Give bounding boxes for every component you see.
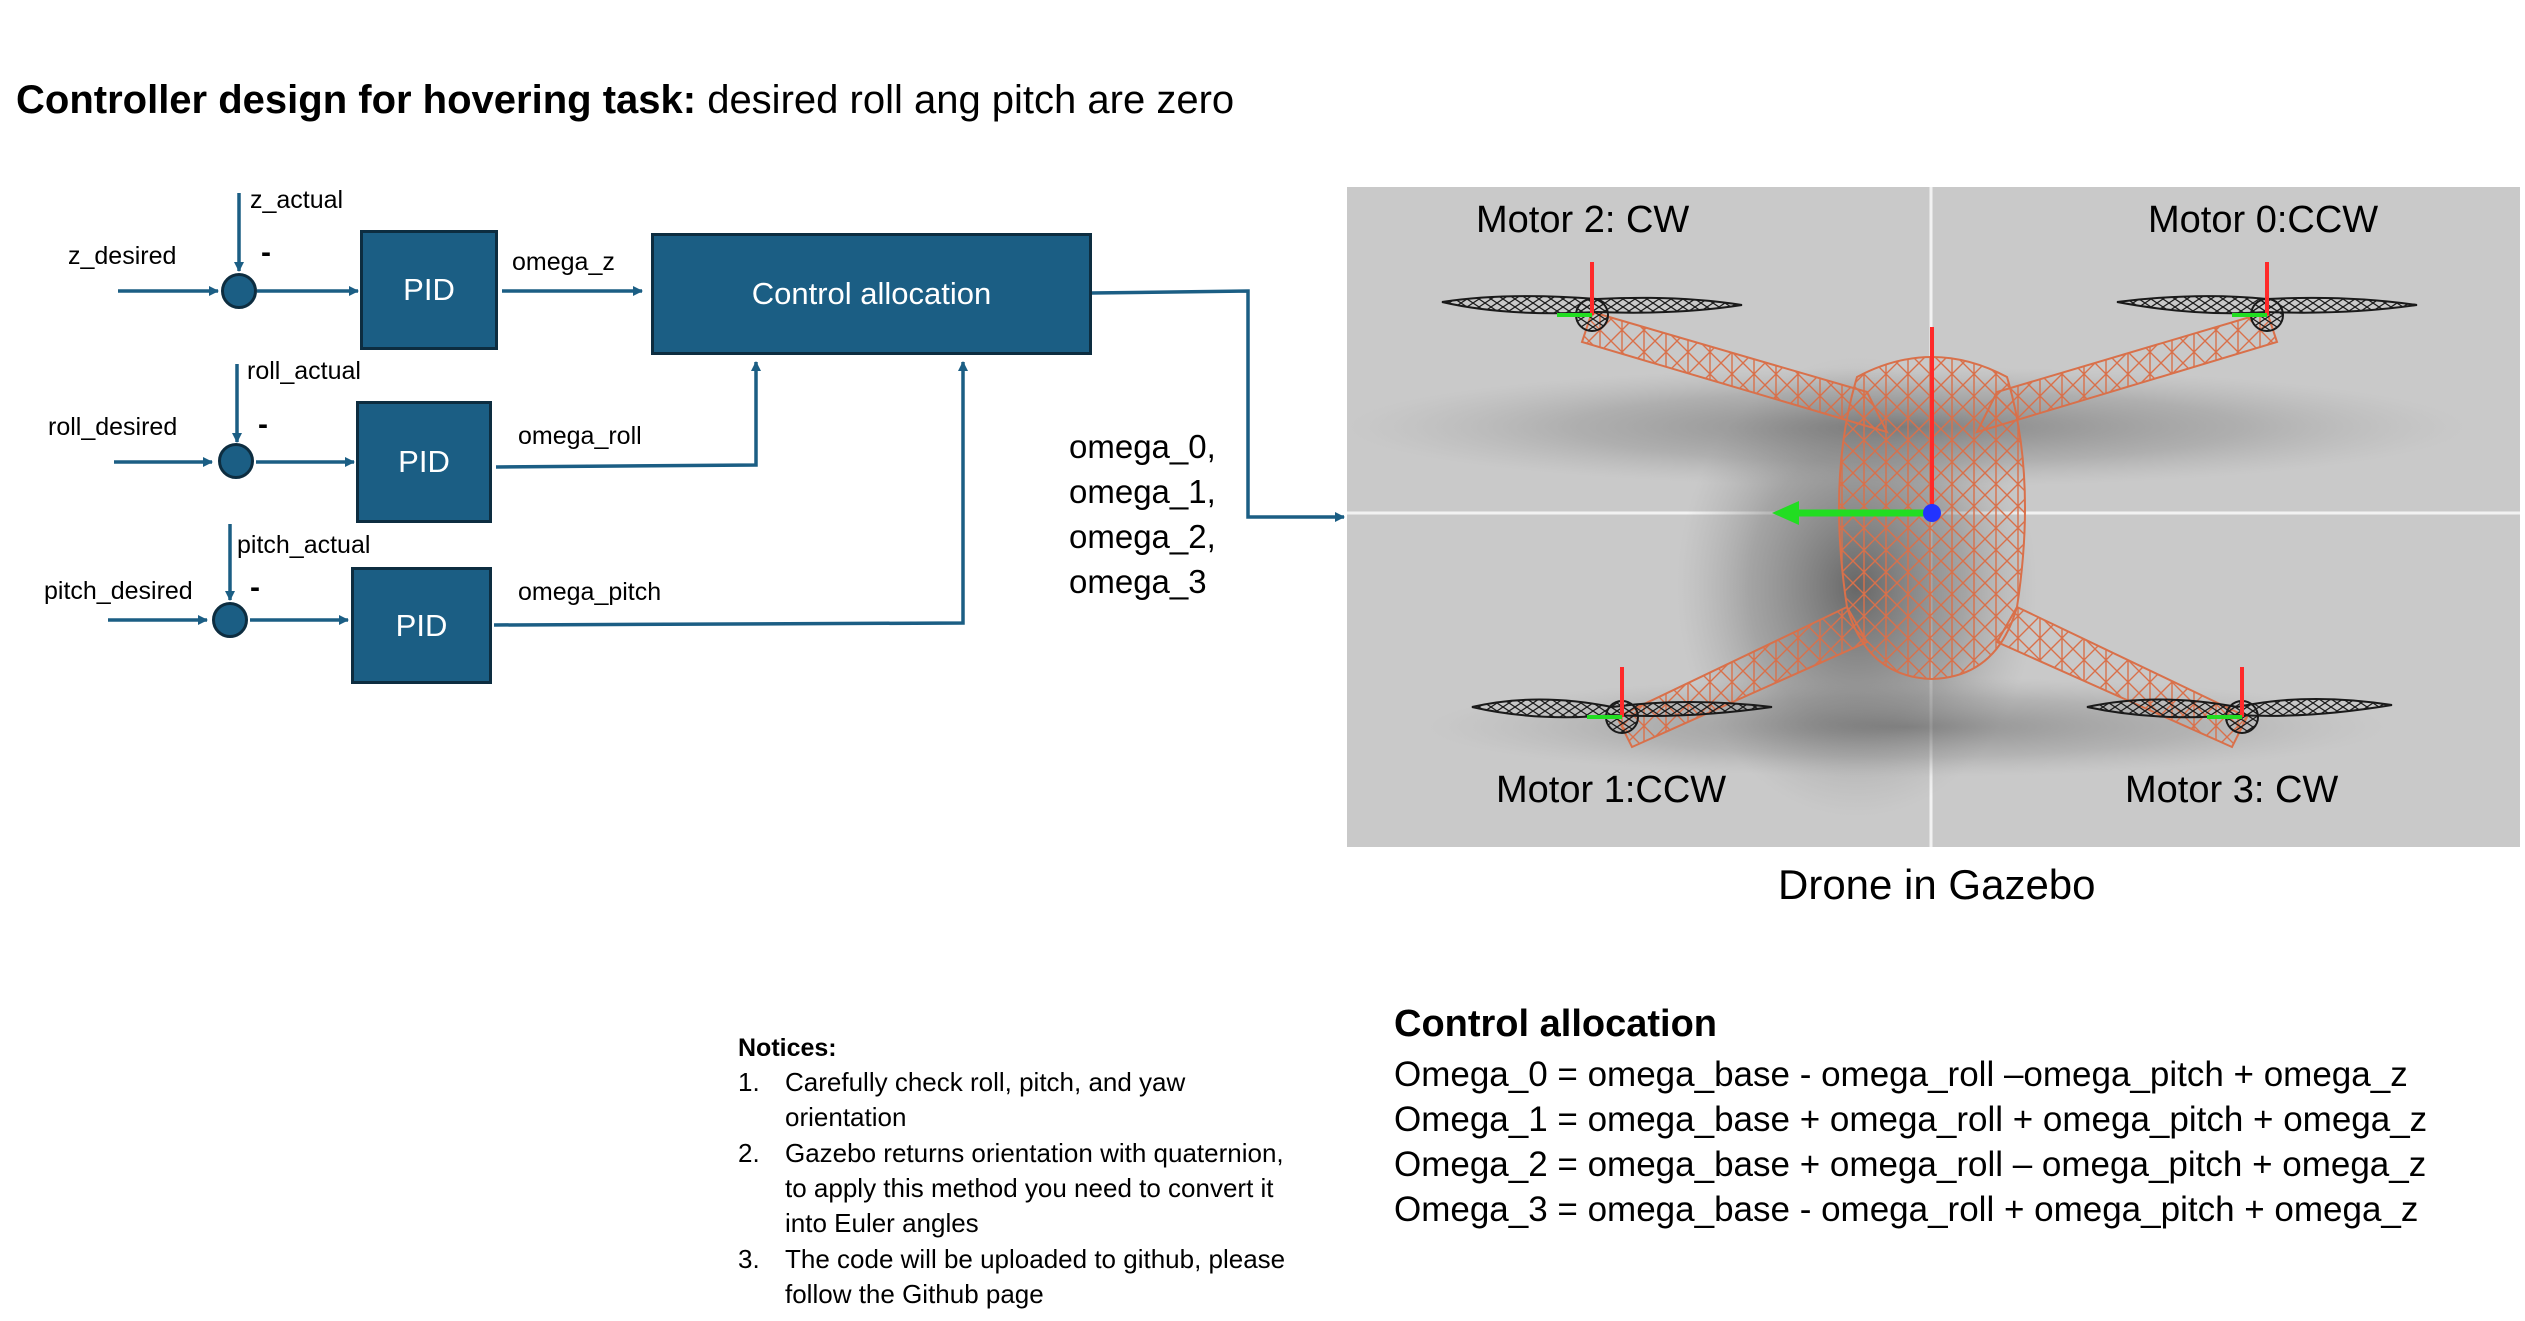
z-minus-sign: - [261,236,271,269]
arrow-allocation-output [1090,289,1345,522]
roll-actual-label: roll_actual [247,357,361,385]
page-title-bold: Controller design for hovering task: [16,78,697,122]
pitch-actual-label: pitch_actual [237,531,371,559]
pitch-minus-sign: - [250,571,260,604]
z-desired-label: z_desired [68,242,177,270]
roll-minus-sign: - [258,408,268,441]
summing-junction-roll [218,443,254,479]
allocation-output-list: omega_0, omega_1, omega_2, omega_3 [1069,424,1216,604]
notice-item: 1.Carefully check roll, pitch, and yaw o… [738,1067,1186,1132]
page-title: Controller design for hovering task: des… [16,78,1234,123]
pid-block-z: PID [360,230,498,350]
omega-z-label: omega_z [512,248,615,276]
pid-block-roll: PID [356,401,492,523]
summing-junction-z [221,273,257,309]
omega-roll-label: omega_roll [518,422,642,450]
pid-block-pitch: PID [351,567,492,684]
omega-pitch-label: omega_pitch [518,578,662,606]
motor-3-label: Motor 3: CW [2125,769,2339,811]
arrow-omega-roll [495,361,761,469]
gazebo-drone-image: Motor 2: CW Motor 0:CCW Motor 1:CCW Moto… [1347,187,2520,847]
notice-item: 2.Gazebo returns orientation with quater… [738,1138,1284,1238]
notices-list: 1.Carefully check roll, pitch, and yaw o… [738,1065,1298,1313]
gazebo-caption: Drone in Gazebo [1778,861,2096,908]
allocation-equation-2: Omega_2 = omega_base + omega_roll – omeg… [1394,1145,2427,1184]
control-allocation-block: Control allocation [651,233,1092,355]
allocation-equation-1: Omega_1 = omega_base + omega_roll + omeg… [1394,1100,2428,1139]
notices-heading: Notices: [738,1034,837,1062]
motor-1-label: Motor 1:CCW [1496,769,1727,811]
roll-desired-label: roll_desired [48,413,178,441]
output-omega-0: omega_0, [1069,428,1216,465]
allocation-equation-0: Omega_0 = omega_base - omega_roll –omega… [1394,1055,2408,1094]
output-omega-1: omega_1, [1069,473,1216,510]
summing-junction-pitch [212,602,248,638]
page-title-rest: desired roll ang pitch are zero [696,78,1235,122]
allocation-title: Control allocation [1394,1003,1717,1045]
notice-item: 3.The code will be uploaded to github, p… [738,1244,1286,1309]
motor-2-label: Motor 2: CW [1476,199,1690,241]
pitch-desired-label: pitch_desired [44,577,193,605]
output-omega-3: omega_3 [1069,563,1207,600]
drone-axes [1557,262,2269,719]
output-omega-2: omega_2, [1069,518,1216,555]
motor-0-label: Motor 0:CCW [2148,199,2379,241]
z-actual-label: z_actual [250,186,344,214]
allocation-equation-3: Omega_3 = omega_base - omega_roll + omeg… [1394,1190,2419,1229]
arrow-omega-pitch [493,361,968,627]
